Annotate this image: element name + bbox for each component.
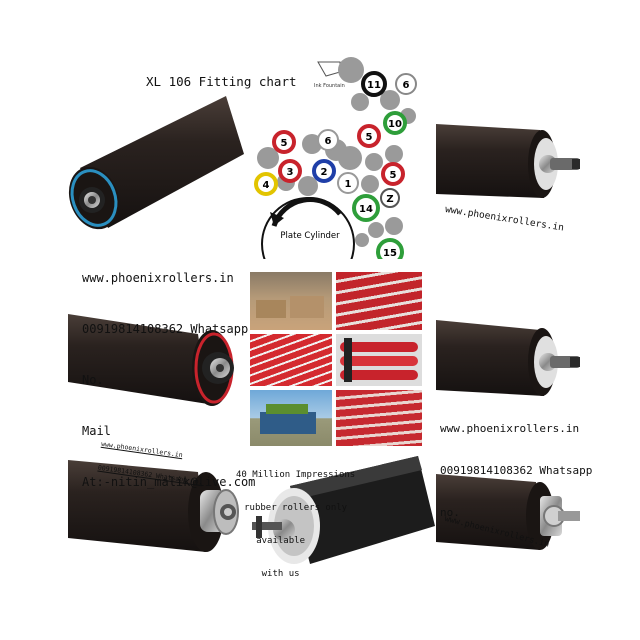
contact-phone: 00919814108362 Whatsapp	[82, 322, 249, 336]
fitting-chart-diagram: Ink Fountain 11 6 10 5 6 5 3 2 1 5 4 14 …	[254, 57, 417, 259]
svg-text:14: 14	[359, 204, 373, 215]
contact-right-phone: 00919814108362 Whatsapp	[440, 464, 593, 477]
contact-mail-label: Mail	[82, 424, 111, 438]
roller-6-mid: 6	[317, 129, 339, 151]
grey-distributor-rollers	[257, 57, 416, 247]
roller-4: 4	[254, 172, 278, 196]
svg-text:5: 5	[390, 170, 397, 181]
roller-5-right: 5	[381, 162, 405, 186]
roller-14: 14	[352, 194, 380, 222]
roller-z: Z	[380, 188, 400, 208]
photo-packed-rollers-red	[336, 272, 422, 330]
roller-photo-top-left	[68, 96, 244, 230]
contact-right-website: www.phoenixrollers.in	[440, 422, 580, 435]
roller-15: 15	[376, 238, 404, 259]
contact-website: www.phoenixrollers.in	[82, 271, 234, 285]
svg-text:5: 5	[281, 138, 288, 149]
photo-red-rollers-rack	[336, 390, 422, 446]
impressions-line-4: with us	[261, 569, 300, 579]
svg-text:3: 3	[287, 167, 294, 178]
photo-loaded-truck	[250, 390, 332, 446]
svg-text:4: 4	[263, 180, 270, 191]
impressions-line-1: 40 Million Impressions	[236, 470, 356, 480]
roller-10: 10	[383, 111, 407, 135]
roller-photo-mid-left	[68, 314, 234, 406]
roller-5-left: 5	[272, 130, 296, 154]
contact-right-no: no.	[440, 506, 460, 519]
watermark-top-right: www.phoenixrollers.in	[444, 204, 565, 234]
contact-block-left: www.phoenixrollers.in 00919814108362 Wha…	[82, 236, 255, 508]
svg-text:2: 2	[321, 167, 328, 178]
contact-no: No.	[82, 373, 104, 387]
roller-photo-bottom-left	[68, 460, 239, 552]
svg-text:5: 5	[366, 132, 373, 143]
svg-text:15: 15	[383, 248, 397, 259]
photo-red-rollers-floor	[250, 334, 332, 386]
roller-3: 3	[278, 159, 302, 183]
impressions-note: 40 Million Impressions rubber rollers on…	[206, 448, 355, 591]
photo-warehouse-boxes	[250, 272, 332, 330]
roller-11: 11	[361, 71, 387, 97]
impressions-line-2: rubber rollers only	[244, 503, 348, 513]
svg-text:6: 6	[403, 80, 410, 91]
contact-block-right: www.phoenixrollers.in 00919814108362 Wha…	[440, 394, 592, 534]
roller-photo-bottom-center	[252, 456, 435, 564]
svg-text:10: 10	[388, 119, 402, 130]
chart-title: XL 106 Fitting chart	[146, 74, 297, 89]
svg-text:1: 1	[345, 179, 352, 190]
roller-photo-mid-right	[436, 320, 580, 396]
roller-2: 2	[312, 159, 336, 183]
photo-red-rollers-stack	[336, 334, 422, 386]
rotated-website: www.phoenixrollers.in	[100, 439, 184, 460]
svg-text:6: 6	[325, 136, 332, 147]
ink-fountain-label: Ink Fountain	[314, 83, 345, 89]
impressions-line-3: available	[256, 536, 305, 546]
plate-cylinder: Plate Cylinder	[261, 197, 355, 259]
roller-photo-bottom-right	[436, 474, 580, 550]
roller-1: 1	[337, 172, 359, 194]
roller-11-label: 11	[367, 80, 381, 91]
roller-photo-top-right	[436, 124, 580, 198]
roller-6-top: 6	[395, 73, 417, 95]
svg-text:Z: Z	[386, 194, 393, 205]
contact-email: At:-nitin_malik@live.com	[82, 475, 256, 489]
plate-cylinder-label: Plate Cylinder	[280, 231, 340, 241]
roller-5-mid: 5	[357, 124, 381, 148]
